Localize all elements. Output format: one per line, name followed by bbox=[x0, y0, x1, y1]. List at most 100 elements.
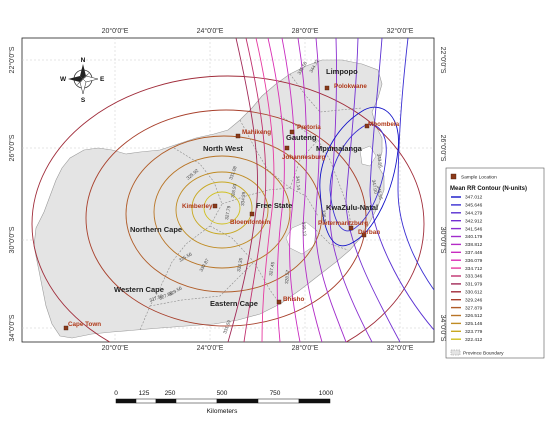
scale-bar-seg bbox=[298, 398, 331, 404]
city-label-bloemfontein: Bloemfontein bbox=[230, 219, 270, 226]
lon-label-top: 32°0'0"E bbox=[387, 27, 414, 35]
contour-label: 327.79 bbox=[224, 205, 231, 220]
contour-label: 330.87 bbox=[199, 257, 211, 272]
scale-bar-seg bbox=[135, 398, 157, 404]
legend-item-label: 333.346 bbox=[465, 274, 483, 280]
province-label-limpopo: Limpopo bbox=[326, 67, 358, 76]
lon-label-top: 28°0'0"E bbox=[292, 27, 319, 35]
legend-item-label: 338.812 bbox=[465, 242, 483, 248]
legend-item-label: 330.612 bbox=[465, 290, 483, 296]
scale-bar-seg bbox=[155, 398, 177, 404]
legend-item-label: 327.879 bbox=[465, 305, 483, 311]
scale-bar-seg bbox=[175, 398, 218, 404]
north-arrow-w: W bbox=[60, 76, 67, 83]
north-arrow-s: S bbox=[81, 97, 86, 104]
contour-label: 327.59 bbox=[149, 293, 164, 303]
legend-item-label: 326.512 bbox=[465, 313, 483, 319]
city-label-pretoria: Pretoria bbox=[297, 124, 321, 131]
legend-boundary-swatch bbox=[450, 349, 461, 356]
longitude-labels: 20°0'0"E 24°0'0"E 28°0'0"E 32°0'0"E 20°0… bbox=[102, 27, 414, 352]
scale-bar: 0 125 250 500 750 1000 Kilometers bbox=[114, 390, 333, 415]
scale-tick-label: 250 bbox=[165, 390, 176, 397]
legend-item-label: 340.179 bbox=[465, 234, 483, 240]
legend-item-label: 344.279 bbox=[465, 211, 483, 217]
province-label-north-west: North West bbox=[203, 144, 243, 153]
city-label-kimberley: Kimberley bbox=[182, 203, 213, 210]
legend-item-label: 322.412 bbox=[465, 337, 483, 343]
sample-marker bbox=[249, 211, 255, 217]
legend-items: 347.012345.646344.279342.912341.546340.1… bbox=[451, 195, 483, 343]
north-arrow-e: E bbox=[100, 76, 105, 83]
contour-label: 327.88 bbox=[158, 290, 173, 301]
contour-label: 328.57 bbox=[284, 269, 290, 284]
lat-label-right: 30°0'0"S bbox=[439, 227, 447, 254]
lat-label-right: 34°0'0"S bbox=[439, 315, 447, 342]
contour-label: 333.35 bbox=[236, 257, 243, 272]
contour-label: 336.28 bbox=[321, 210, 327, 225]
scale-tick-label: 1000 bbox=[319, 390, 334, 397]
legend-sample-swatch bbox=[450, 173, 457, 180]
legend-item-label: 342.912 bbox=[465, 218, 483, 224]
north-arrow-icon: N S E W bbox=[60, 57, 105, 104]
scale-bar-seg bbox=[115, 398, 137, 404]
province-label-western-cape: Western Cape bbox=[114, 285, 164, 294]
legend-item-label: 345.646 bbox=[465, 203, 483, 209]
province-label-northern-cape: Northern Cape bbox=[130, 225, 182, 234]
legend-boundary-label: Province Boundary bbox=[463, 351, 504, 357]
scale-tick-label: 0 bbox=[114, 390, 118, 397]
sample-marker bbox=[361, 232, 367, 238]
province-labels: Limpopo North West Mpumalanga Gauteng Fr… bbox=[114, 67, 378, 308]
legend-title: Mean RR Contour (N-units) bbox=[450, 186, 527, 192]
province-label-eastern-cape: Eastern Cape bbox=[210, 299, 258, 308]
province-boundaries bbox=[139, 73, 363, 331]
province-label-mpumalanga: Mpumalanga bbox=[316, 144, 363, 153]
lat-label-right: 26°0'0"S bbox=[439, 135, 447, 162]
sample-marker bbox=[284, 145, 290, 151]
contour-label: 325.56 bbox=[178, 251, 193, 263]
sample-marker bbox=[235, 133, 241, 139]
province-label-gauteng: Gauteng bbox=[286, 133, 317, 142]
scale-tick-label: 750 bbox=[270, 390, 281, 397]
lon-label-bottom: 24°0'0"E bbox=[197, 344, 224, 352]
city-label-polokwane: Polokwane bbox=[334, 83, 367, 90]
city-label-mahikeng: Mahikeng bbox=[242, 129, 271, 136]
sample-marker bbox=[276, 299, 282, 305]
contour-label: 331.08 bbox=[228, 165, 238, 180]
legend-box bbox=[445, 167, 545, 359]
city-label-pietermaritzburg: Pietermaritzburg bbox=[318, 220, 368, 227]
sample-marker bbox=[212, 203, 218, 209]
north-arrow-n: N bbox=[81, 57, 86, 64]
legend-item-label: 334.712 bbox=[465, 266, 483, 272]
legend-item-label: 347.012 bbox=[465, 195, 483, 201]
contour-label: 345.55 bbox=[376, 185, 383, 200]
scale-bar-seg bbox=[257, 398, 300, 404]
legend-item-label: 337.446 bbox=[465, 250, 483, 256]
contour-label: 335.58 bbox=[297, 60, 309, 75]
legend-item-label: 325.146 bbox=[465, 321, 483, 327]
city-label-mbombela: Mbombela bbox=[368, 121, 400, 128]
sample-marker bbox=[364, 123, 370, 129]
contour-label: 339.13 bbox=[301, 222, 307, 237]
contour-label: 343.66 bbox=[376, 153, 383, 168]
legend-item-label: 336.079 bbox=[465, 258, 483, 264]
city-label-bhisho: Bhisho bbox=[283, 296, 304, 303]
province-label-free-state: Free State bbox=[256, 201, 292, 210]
contour-label: 341.14 bbox=[295, 176, 301, 191]
contour-label-group: 344.72 335.58 347.00 341.14 339.13 331.0… bbox=[149, 58, 384, 334]
contour-label: 329.56 bbox=[168, 285, 183, 297]
lat-label-left: 34°0'0"S bbox=[8, 314, 16, 341]
city-label-durban: Durban bbox=[358, 229, 380, 236]
scale-tick-label: 125 bbox=[139, 390, 150, 397]
lon-label-top: 24°0'0"E bbox=[197, 27, 224, 35]
lat-label-left: 26°0'0"S bbox=[8, 134, 16, 161]
province-label-kwazulu-natal: KwaZulu-Natal bbox=[326, 203, 378, 212]
sample-marker bbox=[63, 325, 69, 331]
lon-label-bottom: 20°0'0"E bbox=[102, 344, 129, 352]
lon-label-top: 20°0'0"E bbox=[102, 27, 129, 35]
contour-label: 344.72 bbox=[309, 58, 321, 73]
scale-bar-seg bbox=[216, 398, 259, 404]
legend-item-label: 323.779 bbox=[465, 329, 483, 335]
sample-marker bbox=[348, 225, 354, 231]
lesotho-hole bbox=[285, 221, 317, 255]
contour-label: 347.00 bbox=[371, 179, 378, 194]
